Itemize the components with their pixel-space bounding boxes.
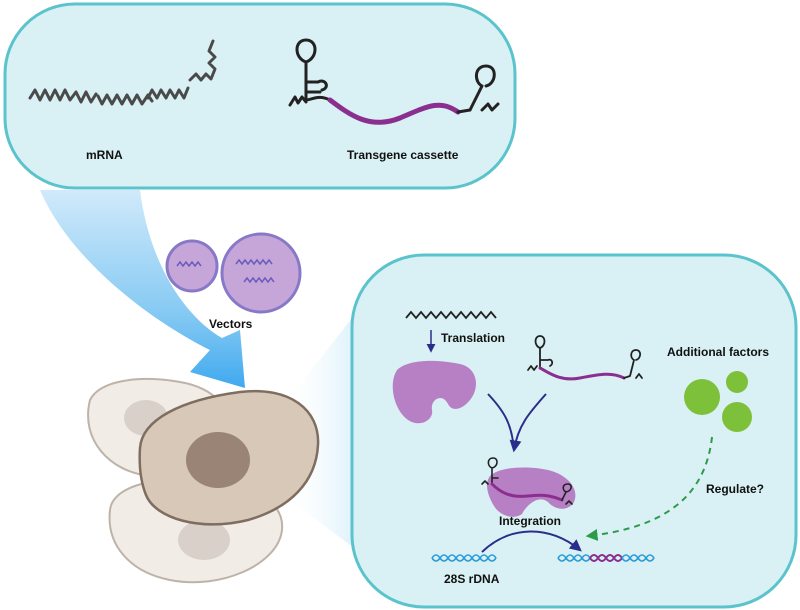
- regulate-label: Regulate?: [706, 482, 764, 496]
- transgene-label: Transgene cassette: [347, 148, 459, 162]
- vector-large: [220, 232, 302, 314]
- merge-arrow: [487, 393, 547, 450]
- panel-transgene: [527, 335, 643, 381]
- nucleus-back-bottom: [178, 520, 230, 560]
- vectors-label: Vectors: [209, 317, 253, 331]
- integration-arrow: [481, 530, 582, 553]
- factor-medium: [722, 402, 752, 432]
- dna-left: [431, 554, 497, 562]
- translation-label: Translation: [441, 331, 505, 345]
- complex-transgene: [481, 457, 573, 505]
- top-panel: [3, 2, 517, 190]
- transgene-cassette: [288, 38, 500, 125]
- integration-label: Integration: [499, 514, 561, 528]
- factor-small: [726, 371, 748, 393]
- translation-mrna: [405, 310, 497, 320]
- complex-protein: [487, 467, 576, 517]
- zoom-beam: [280, 295, 370, 560]
- mrna-strand: [28, 39, 217, 106]
- dna-right: [557, 554, 655, 562]
- protein-blob: [392, 360, 476, 424]
- nucleus-main: [186, 432, 250, 488]
- mrna-label: mRNA: [86, 148, 123, 162]
- delivery-beam: [40, 190, 245, 388]
- additional-factors-label: Additional factors: [667, 345, 769, 359]
- factor-large: [684, 379, 720, 415]
- rdna-label: 28S rDNA: [444, 572, 500, 586]
- process-panel: [350, 253, 798, 609]
- vector-small: [165, 239, 219, 293]
- regulate-arrow: [585, 436, 713, 541]
